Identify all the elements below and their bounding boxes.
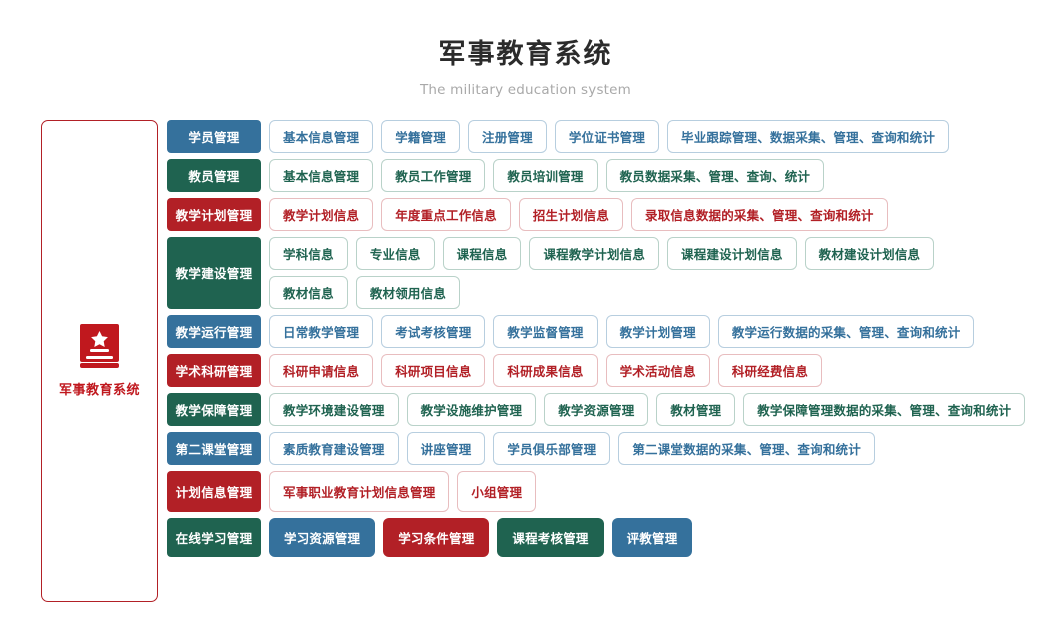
module-item-button[interactable]: 教材建设计划信息 — [804, 236, 935, 270]
category-button[interactable]: 第二课堂管理 — [167, 431, 261, 465]
module-item-button[interactable]: 教学运行数据的采集、管理、查询和统计 — [717, 314, 975, 348]
module-items-line: 教学环境建设管理教学设施维护管理教学资源管理教材管理教学保障管理数据的采集、管理… — [269, 392, 1051, 426]
module-item-button[interactable]: 学员俱乐部管理 — [493, 431, 611, 465]
module-item-button[interactable]: 课程教学计划信息 — [529, 236, 660, 270]
module-items: 教学计划信息年度重点工作信息招生计划信息录取信息数据的采集、管理、查询和统计 — [269, 197, 1051, 231]
module-item-button[interactable]: 教学资源管理 — [544, 392, 649, 426]
module-item-button[interactable]: 小组管理 — [457, 470, 537, 512]
module-item-button[interactable]: 教学计划信息 — [269, 197, 374, 231]
page-title: 军事教育系统 — [438, 39, 613, 70]
module-items: 学科信息专业信息课程信息课程教学计划信息课程建设计划信息教材建设计划信息教材信息… — [269, 236, 1051, 309]
module-item-button[interactable]: 课程信息 — [442, 236, 522, 270]
module-item-button[interactable]: 基本信息管理 — [269, 158, 374, 192]
module-item-button[interactable]: 毕业跟踪管理、数据采集、管理、查询和统计 — [667, 119, 950, 153]
module-item-button[interactable]: 科研项目信息 — [381, 353, 486, 387]
module-item-button[interactable]: 教员工作管理 — [381, 158, 486, 192]
module-items: 日常教学管理考试考核管理教学监督管理教学计划管理教学运行数据的采集、管理、查询和… — [269, 314, 1051, 348]
module-items: 基本信息管理学籍管理注册管理学位证书管理毕业跟踪管理、数据采集、管理、查询和统计 — [269, 119, 1051, 153]
module-row: 计划信息管理军事职业教育计划信息管理小组管理 — [167, 470, 1051, 512]
module-items: 科研申请信息科研项目信息科研成果信息学术活动信息科研经费信息 — [269, 353, 1051, 387]
page-header: 军事教育系统 The military education system — [0, 0, 1051, 98]
module-items-line: 教学计划信息年度重点工作信息招生计划信息录取信息数据的采集、管理、查询和统计 — [269, 197, 1051, 231]
category-button[interactable]: 教学计划管理 — [167, 197, 261, 231]
module-items: 学习资源管理学习条件管理课程考核管理评教管理 — [269, 517, 1051, 557]
module-item-button[interactable]: 学习条件管理 — [383, 517, 490, 557]
category-button[interactable]: 学员管理 — [167, 119, 261, 153]
module-item-button[interactable]: 科研申请信息 — [269, 353, 374, 387]
module-items-line: 军事职业教育计划信息管理小组管理 — [269, 470, 1051, 512]
category-button[interactable]: 教学建设管理 — [167, 236, 261, 309]
module-rows: 学员管理基本信息管理学籍管理注册管理学位证书管理毕业跟踪管理、数据采集、管理、查… — [167, 119, 1051, 563]
sidebar-logo: 军事教育系统 — [58, 323, 140, 398]
module-row: 教学运行管理日常教学管理考试考核管理教学监督管理教学计划管理教学运行数据的采集、… — [167, 314, 1051, 348]
category-button[interactable]: 教学保障管理 — [167, 392, 261, 426]
module-items: 军事职业教育计划信息管理小组管理 — [269, 470, 1051, 512]
module-items-line: 科研申请信息科研项目信息科研成果信息学术活动信息科研经费信息 — [269, 353, 1051, 387]
module-item-button[interactable]: 学籍管理 — [381, 119, 461, 153]
module-row: 教学保障管理教学环境建设管理教学设施维护管理教学资源管理教材管理教学保障管理数据… — [167, 392, 1051, 426]
book-star-icon — [77, 323, 122, 372]
module-item-button[interactable]: 素质教育建设管理 — [269, 431, 399, 465]
module-items: 教学环境建设管理教学设施维护管理教学资源管理教材管理教学保障管理数据的采集、管理… — [269, 392, 1051, 426]
module-item-button[interactable]: 军事职业教育计划信息管理 — [269, 470, 450, 512]
module-item-button[interactable]: 考试考核管理 — [381, 314, 486, 348]
category-button[interactable]: 教员管理 — [167, 158, 261, 192]
module-item-button[interactable]: 第二课堂数据的采集、管理、查询和统计 — [618, 431, 875, 465]
module-row: 学员管理基本信息管理学籍管理注册管理学位证书管理毕业跟踪管理、数据采集、管理、查… — [167, 119, 1051, 153]
module-row: 学术科研管理科研申请信息科研项目信息科研成果信息学术活动信息科研经费信息 — [167, 353, 1051, 387]
module-item-button[interactable]: 教学计划管理 — [605, 314, 710, 348]
module-item-button[interactable]: 招生计划信息 — [518, 197, 624, 231]
module-item-button[interactable]: 评教管理 — [611, 517, 693, 557]
module-item-button[interactable]: 教员数据采集、管理、查询、统计 — [605, 158, 825, 192]
module-item-button[interactable]: 科研经费信息 — [717, 353, 823, 387]
module-items-line: 学科信息专业信息课程信息课程教学计划信息课程建设计划信息教材建设计划信息 — [269, 236, 1051, 270]
module-items-line: 教材信息教材领用信息 — [269, 275, 1051, 309]
module-item-button[interactable]: 学习资源管理 — [269, 517, 376, 557]
module-item-button[interactable]: 课程考核管理 — [497, 517, 604, 557]
module-items: 素质教育建设管理讲座管理学员俱乐部管理第二课堂数据的采集、管理、查询和统计 — [269, 431, 1051, 465]
page-subtitle: The military education system — [419, 81, 632, 98]
category-button[interactable]: 教学运行管理 — [167, 314, 261, 348]
module-item-button[interactable]: 录取信息数据的采集、管理、查询和统计 — [631, 197, 888, 231]
module-item-button[interactable]: 科研成果信息 — [493, 353, 598, 387]
module-item-button[interactable]: 学位证书管理 — [554, 119, 660, 153]
sidebar-label: 军事教育系统 — [58, 382, 140, 398]
category-button[interactable]: 在线学习管理 — [167, 517, 261, 557]
module-item-button[interactable]: 学科信息 — [269, 236, 348, 270]
category-button[interactable]: 计划信息管理 — [167, 470, 261, 512]
module-item-button[interactable]: 学术活动信息 — [605, 353, 710, 387]
module-items-line: 基本信息管理学籍管理注册管理学位证书管理毕业跟踪管理、数据采集、管理、查询和统计 — [269, 119, 1051, 153]
module-row: 在线学习管理学习资源管理学习条件管理课程考核管理评教管理 — [167, 517, 1051, 557]
module-item-button[interactable]: 专业信息 — [355, 236, 435, 270]
category-button[interactable]: 学术科研管理 — [167, 353, 261, 387]
module-items-line: 基本信息管理教员工作管理教员培训管理教员数据采集、管理、查询、统计 — [269, 158, 1051, 192]
content-area: 军事教育系统 学员管理基本信息管理学籍管理注册管理学位证书管理毕业跟踪管理、数据… — [0, 119, 1051, 602]
module-item-button[interactable]: 基本信息管理 — [269, 119, 374, 153]
module-item-button[interactable]: 教材领用信息 — [355, 275, 461, 309]
module-item-button[interactable]: 讲座管理 — [406, 431, 486, 465]
module-item-button[interactable]: 教材管理 — [656, 392, 736, 426]
module-item-button[interactable]: 教学环境建设管理 — [269, 392, 399, 426]
module-items-line: 日常教学管理考试考核管理教学监督管理教学计划管理教学运行数据的采集、管理、查询和… — [269, 314, 1051, 348]
module-item-button[interactable]: 年度重点工作信息 — [381, 197, 511, 231]
module-items-line: 素质教育建设管理讲座管理学员俱乐部管理第二课堂数据的采集、管理、查询和统计 — [269, 431, 1051, 465]
module-row: 教学计划管理教学计划信息年度重点工作信息招生计划信息录取信息数据的采集、管理、查… — [167, 197, 1051, 231]
module-item-button[interactable]: 日常教学管理 — [269, 314, 374, 348]
module-row: 教学建设管理学科信息专业信息课程信息课程教学计划信息课程建设计划信息教材建设计划… — [167, 236, 1051, 309]
module-item-button[interactable]: 教学保障管理数据的采集、管理、查询和统计 — [743, 392, 1026, 426]
module-item-button[interactable]: 教学监督管理 — [493, 314, 598, 348]
module-item-button[interactable]: 课程建设计划信息 — [667, 236, 797, 270]
module-row: 教员管理基本信息管理教员工作管理教员培训管理教员数据采集、管理、查询、统计 — [167, 158, 1051, 192]
module-item-button[interactable]: 教员培训管理 — [493, 158, 598, 192]
module-items-line: 学习资源管理学习条件管理课程考核管理评教管理 — [269, 517, 1051, 557]
module-items: 基本信息管理教员工作管理教员培训管理教员数据采集、管理、查询、统计 — [269, 158, 1051, 192]
module-row: 第二课堂管理素质教育建设管理讲座管理学员俱乐部管理第二课堂数据的采集、管理、查询… — [167, 431, 1051, 465]
sidebar-panel: 军事教育系统 — [41, 119, 158, 602]
module-item-button[interactable]: 注册管理 — [468, 119, 547, 153]
module-item-button[interactable]: 教材信息 — [269, 275, 348, 309]
module-item-button[interactable]: 教学设施维护管理 — [406, 392, 537, 426]
